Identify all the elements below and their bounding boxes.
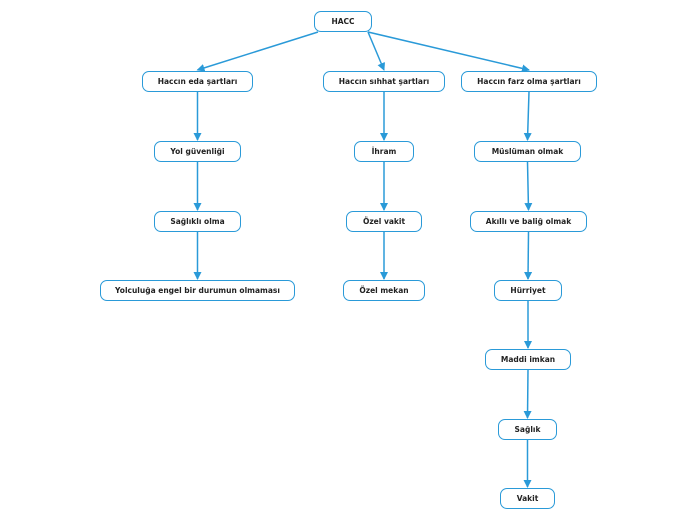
edge-farz-to-muslim (523, 91, 532, 141)
edge-root-to-eda (196, 31, 319, 72)
node-engel-olmamasi[interactable]: Yolculuğa engel bir durumun olmaması (100, 280, 295, 301)
node-ihram[interactable]: İhram (354, 141, 414, 162)
node-ozel-vakit[interactable]: Özel vakit (346, 211, 422, 232)
node-vakit[interactable]: Vakit (500, 488, 555, 509)
node-ozel-mekan[interactable]: Özel mekan (343, 280, 425, 301)
node-hacc[interactable]: HACC (314, 11, 372, 32)
node-farz-olma-sartlari[interactable]: Haccın farz olma şartları (461, 71, 597, 92)
node-hurriyet[interactable]: Hürriyet (494, 280, 562, 301)
node-sihhat-sartlari[interactable]: Haccın sıhhat şartları (323, 71, 445, 92)
edge-akil-to-hurriyet (524, 231, 533, 280)
node-saglikli-olma[interactable]: Sağlıklı olma (154, 211, 241, 232)
node-musluman-olmak[interactable]: Müslüman olmak (474, 141, 581, 162)
edge-root-to-sihhat (367, 31, 385, 71)
node-saglik[interactable]: Sağlık (498, 419, 557, 440)
edge-maddi-to-saglik (523, 369, 532, 419)
node-eda-sartlari[interactable]: Haccın eda şartları (142, 71, 253, 92)
node-akilli-balig[interactable]: Akıllı ve baliğ olmak (470, 211, 587, 232)
node-yol-guvenligi[interactable]: Yol güvenliği (154, 141, 241, 162)
edge-muslim-to-akil (524, 161, 533, 211)
node-maddi-imkan[interactable]: Maddi imkan (485, 349, 571, 370)
edge-root-to-farz (367, 31, 530, 73)
